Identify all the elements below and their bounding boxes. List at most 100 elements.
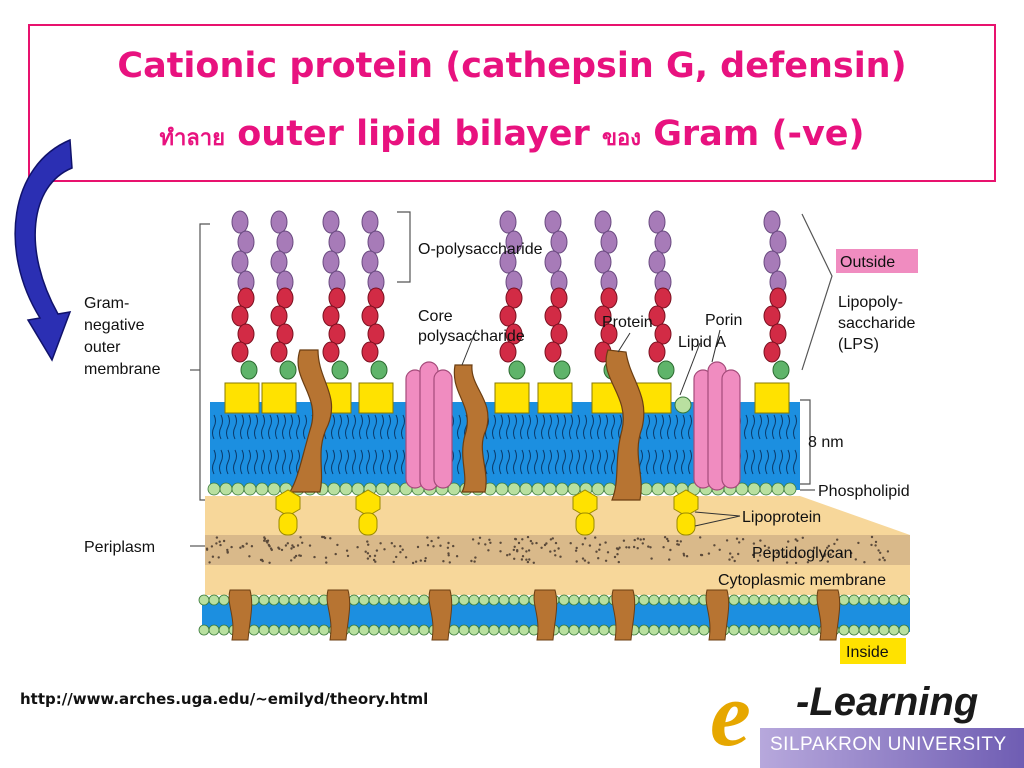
o-polysaccharide-bead	[499, 210, 517, 234]
peptidoglycan-dot	[758, 554, 762, 557]
peptidoglycan-dot	[373, 554, 377, 557]
phospholipid-head	[387, 482, 401, 496]
lipoprotein-hex	[673, 489, 699, 517]
peptidoglycan-dot	[299, 536, 302, 539]
peptidoglycan-dot	[324, 556, 328, 559]
peptidoglycan-dot	[470, 559, 473, 563]
lipid-a-bead	[657, 360, 675, 380]
cytoplasmic-head	[568, 594, 580, 606]
curved-arrow-icon	[14, 138, 73, 362]
title-line-1: Cationic protein (cathepsin G, defensin)	[117, 46, 907, 86]
peptidoglycan-dot	[636, 537, 640, 540]
peptidoglycan-dot	[784, 555, 787, 558]
cytoplasmic-head	[478, 594, 490, 606]
lipid-tail	[653, 414, 657, 440]
title-thai-of: ของ	[602, 126, 641, 151]
lipoprotein-body	[575, 512, 595, 536]
cytoplasmic-head	[208, 594, 220, 606]
peptidoglycan-dot	[831, 550, 835, 553]
cytoplasmic-head	[848, 594, 860, 606]
peptidoglycan-dot	[488, 538, 491, 541]
lipid-a-bead	[553, 360, 571, 380]
cytoplasmic-head	[308, 624, 320, 636]
core-bead	[361, 341, 379, 363]
cytoplasmic-head	[558, 594, 570, 606]
cytoplasmic-head	[788, 594, 800, 606]
cytoplasmic-protein	[428, 589, 453, 641]
cytoplasmic-head	[698, 624, 710, 636]
label-core-2: polysaccharide	[418, 328, 525, 345]
peptidoglycan-dot	[554, 554, 557, 557]
cytoplasmic-head	[578, 594, 590, 606]
peptidoglycan-dot	[741, 538, 745, 541]
peptidoglycan-dot	[713, 544, 716, 547]
core-bead	[550, 287, 568, 309]
peptidoglycan-dot	[728, 558, 731, 561]
lipid-tail	[394, 449, 398, 475]
cytoplasmic-membrane	[198, 589, 910, 641]
lipid-tail	[380, 414, 384, 440]
lipid-tail	[541, 449, 545, 475]
lipid-tail	[219, 414, 223, 440]
peptidoglycan-dot	[268, 545, 271, 548]
core-bead	[544, 305, 562, 327]
peptidoglycan-dot	[575, 560, 578, 563]
peptidoglycan-dot	[487, 549, 490, 552]
title-thai-destroy: ทำลาย	[159, 126, 226, 151]
cytoplasmic-head	[788, 624, 800, 636]
peptidoglycan-dot	[699, 536, 702, 539]
lipid-tail	[786, 414, 790, 440]
lipid-tail	[282, 414, 286, 440]
peptidoglycan-dot	[210, 545, 214, 548]
lipid-tail	[583, 449, 587, 475]
peptidoglycan-dot	[270, 548, 273, 552]
lipid-tail	[394, 414, 398, 440]
lipid-tail	[513, 414, 517, 440]
peptidoglycan-dot	[606, 551, 610, 554]
peptidoglycan-dot	[604, 541, 607, 544]
label-periplasm: Periplasm	[84, 539, 155, 556]
cytoplasmic-head	[568, 624, 580, 636]
o-polysaccharide-bead	[594, 250, 612, 274]
core-bead	[276, 323, 294, 345]
peptidoglycan-dot	[581, 543, 584, 546]
lipid-tail	[590, 414, 594, 440]
lipid-tail	[576, 449, 580, 475]
peptidoglycan-dot	[647, 545, 650, 548]
lipid-tail	[247, 414, 251, 440]
core-bead	[270, 305, 288, 327]
peptidoglycan-dot	[549, 550, 552, 553]
lipid-tail	[366, 449, 370, 475]
cytoplasmic-head	[318, 624, 330, 636]
cytoplasmic-head	[468, 594, 480, 606]
peptidoglycan-dot	[513, 545, 516, 548]
peptidoglycan-dot	[676, 539, 679, 543]
lipid-tail	[527, 449, 531, 475]
lipid-tail	[331, 449, 335, 475]
lipid-tail	[233, 414, 237, 440]
peptidoglycan-dot	[452, 544, 455, 548]
core-bead	[270, 341, 288, 363]
peptidoglycan-dot	[430, 539, 433, 543]
peptidoglycan-dot	[794, 538, 797, 541]
peptidoglycan-dot	[411, 561, 415, 565]
source-url[interactable]: http://www.arches.uga.edu/~emilyd/theory…	[20, 690, 429, 708]
o-polysaccharide-bead	[654, 230, 672, 254]
o-polysaccharide-bead	[231, 250, 249, 274]
peptidoglycan-dot	[532, 561, 535, 564]
peptidoglycan-dot	[266, 539, 270, 542]
cytoplasmic-head	[848, 624, 860, 636]
cytoplasmic-head	[388, 594, 400, 606]
cytoplasmic-head	[868, 594, 880, 606]
peptidoglycan-dot	[787, 540, 790, 543]
cytoplasmic-head	[248, 624, 260, 636]
peptidoglycan-dot	[484, 543, 487, 546]
core-bead	[328, 287, 346, 309]
peptidoglycan-dot	[336, 543, 339, 547]
lipid-tail	[758, 449, 762, 475]
cytoplasmic-head	[768, 594, 780, 606]
label-lipoprotein: Lipoprotein	[742, 509, 821, 526]
lipid-tail	[401, 449, 405, 475]
peptidoglycan-dot	[549, 538, 553, 541]
peptidoglycan-dot	[473, 560, 476, 563]
